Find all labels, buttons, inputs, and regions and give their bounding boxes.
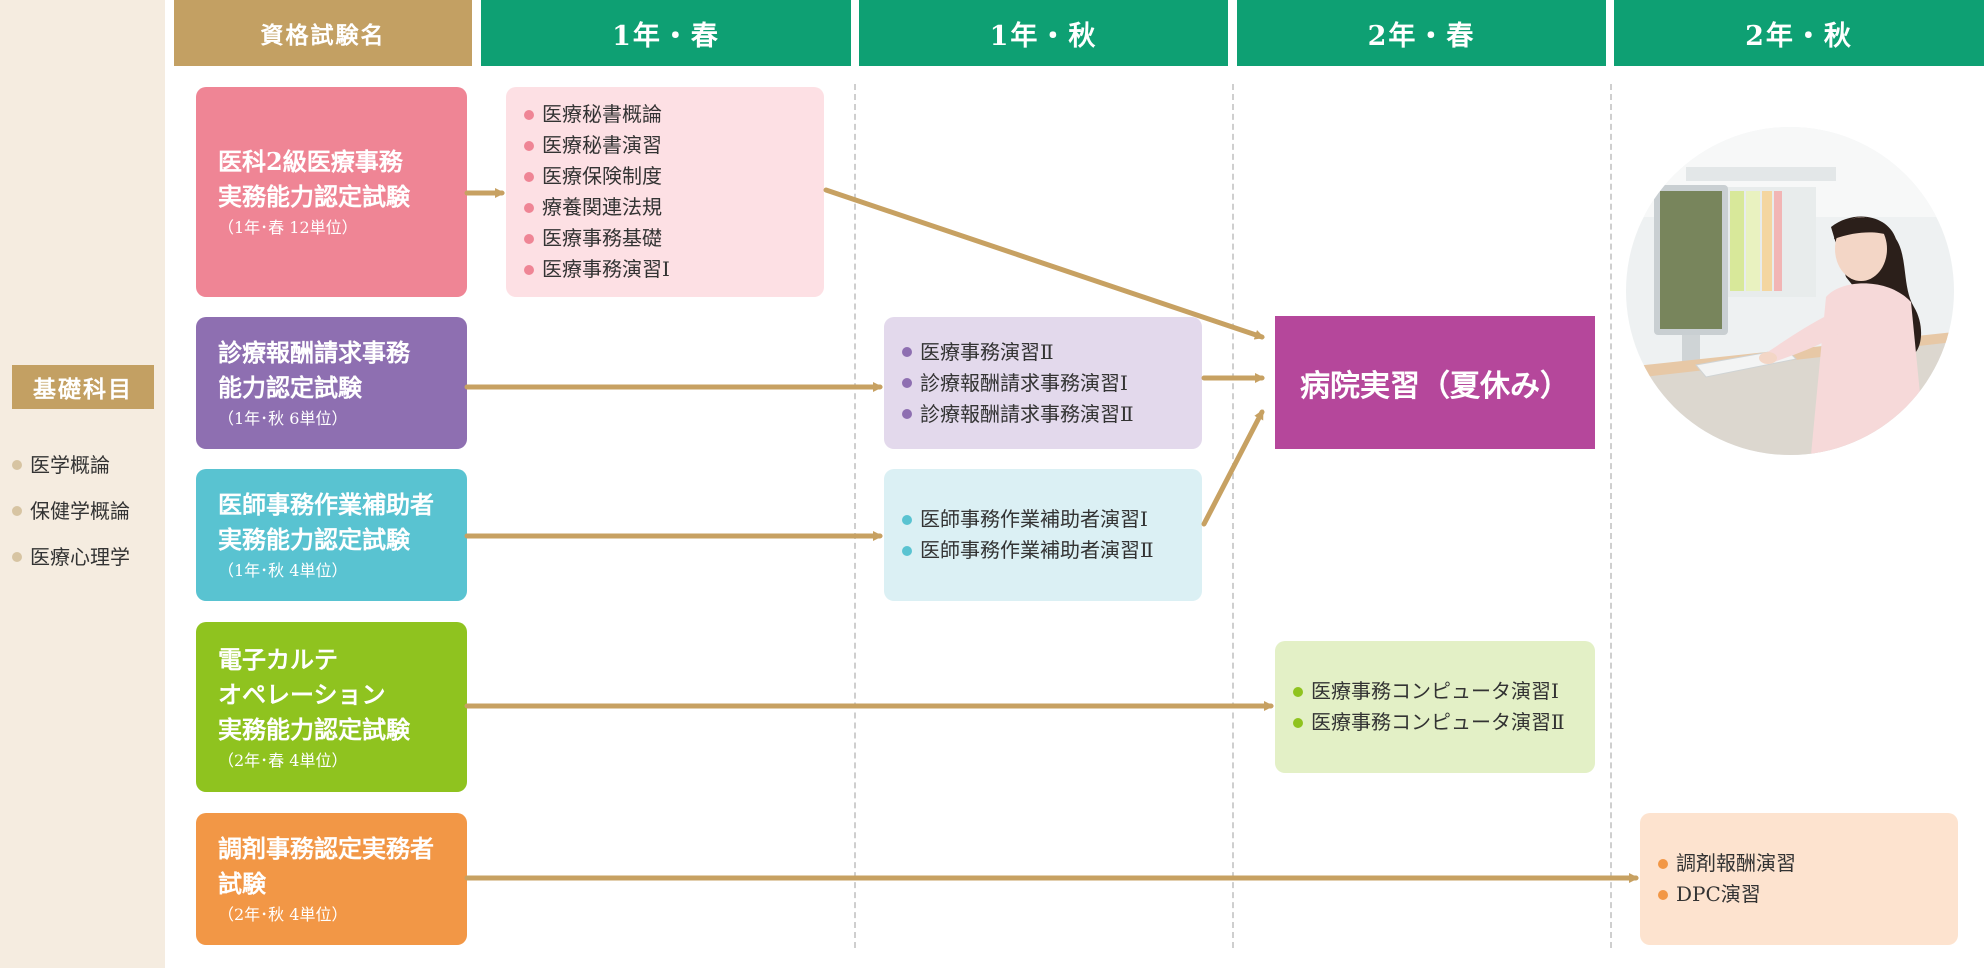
course-box-1-spring: 医療秘書概論 医療秘書演習 医療保険制度 療養関連法規 医療事務基礎 医療事務演…: [506, 87, 824, 297]
course-list: 調剤報酬演習 DPC演習: [1658, 848, 1958, 910]
course-item: 医師事務作業補助者演習Ⅱ: [902, 535, 1202, 566]
exam-credits: （1年･春 12単位）: [218, 218, 358, 237]
bullet-icon: [1293, 717, 1303, 728]
hospital-practicum-box: 病院実習（夏休み）: [1275, 316, 1595, 449]
course-item: 医療秘書演習: [524, 130, 824, 161]
header-term-2-spring: 2年・春: [1237, 0, 1606, 66]
column-divider: [1232, 84, 1234, 948]
header-term-2-autumn: 2年・秋: [1614, 0, 1984, 66]
bullet-icon: [524, 171, 534, 182]
exam-title: 医師事務作業補助者: [218, 490, 434, 519]
course-box-computer: 医療事務コンピュータ演習Ⅰ 医療事務コンピュータ演習Ⅱ: [1275, 641, 1595, 773]
course-box-physician-assistant: 医師事務作業補助者演習Ⅰ 医師事務作業補助者演習Ⅱ: [884, 469, 1202, 601]
course-item: 療養関連法規: [524, 192, 824, 223]
arrow-course1-to-hospital: [823, 187, 1265, 340]
exam-title: 診療報酬請求事務: [218, 338, 410, 367]
exam-title: 実務能力認定試験: [218, 714, 410, 744]
exam-title: 電子カルテ: [218, 644, 338, 674]
course-list: 医療秘書概論 医療秘書演習 医療保険制度 療養関連法規 医療事務基礎 医療事務演…: [524, 99, 824, 285]
office-worker-photo: [1626, 127, 1954, 455]
basic-subject-item: 医療心理学: [12, 534, 130, 580]
bullet-icon: [902, 409, 912, 419]
bullet-icon: [1658, 889, 1668, 900]
course-list: 医師事務作業補助者演習Ⅰ 医師事務作業補助者演習Ⅱ: [902, 504, 1202, 566]
exam-title: 能力認定試験: [218, 373, 362, 402]
bullet-icon: [524, 109, 534, 120]
bullet-icon: [12, 506, 22, 516]
course-list: 医療事務演習Ⅱ 診療報酬請求事務演習Ⅰ 診療報酬請求事務演習Ⅱ: [902, 337, 1202, 430]
exam-credits: （2年･秋 4単位）: [218, 905, 348, 924]
header-term-1-spring: 1年・春: [481, 0, 851, 66]
basic-subjects-title: 基礎科目: [12, 365, 154, 409]
course-box-claims: 医療事務演習Ⅱ 診療報酬請求事務演習Ⅰ 診療報酬請求事務演習Ⅱ: [884, 317, 1202, 449]
basic-subjects-sidebar: [0, 0, 165, 968]
bullet-icon: [524, 202, 534, 213]
basic-subject-item: 医学概論: [12, 442, 130, 488]
bullet-icon: [524, 140, 534, 151]
arrow-course3-to-hospital: [1201, 409, 1265, 527]
exam-title: オペレーション: [218, 679, 386, 709]
course-item: 診療報酬請求事務演習Ⅱ: [902, 399, 1202, 430]
course-item: 医療事務コンピュータ演習Ⅰ: [1293, 676, 1595, 707]
exam-box-medical-clerk-2: 医科2級医療事務 実務能力認定試験 （1年･春 12単位）: [196, 87, 467, 297]
course-list: 医療事務コンピュータ演習Ⅰ 医療事務コンピュータ演習Ⅱ: [1293, 676, 1595, 738]
exam-title: 医科2級医療事務: [218, 147, 403, 176]
course-item: 医療秘書概論: [524, 99, 824, 130]
bullet-icon: [902, 514, 912, 525]
exam-box-physician-assistant: 医師事務作業補助者 実務能力認定試験 （1年･秋 4単位）: [196, 469, 467, 601]
basic-subject-item: 保健学概論: [12, 488, 130, 534]
course-item: 医療保険制度: [524, 161, 824, 192]
bullet-icon: [1658, 858, 1668, 869]
bullet-icon: [12, 460, 22, 470]
exam-title: 実務能力認定試験: [218, 182, 410, 211]
course-item: 診療報酬請求事務演習Ⅰ: [902, 368, 1202, 399]
bullet-icon: [902, 378, 912, 388]
exam-box-claims: 診療報酬請求事務 能力認定試験 （1年･秋 6単位）: [196, 317, 467, 449]
course-item: DPC演習: [1658, 879, 1958, 910]
bullet-icon: [902, 347, 912, 357]
exam-title: 試験: [218, 869, 266, 898]
course-item: 医療事務コンピュータ演習Ⅱ: [1293, 707, 1595, 738]
course-item: 医療事務基礎: [524, 223, 824, 254]
basic-subjects-list: 医学概論 保健学概論 医療心理学: [12, 442, 130, 580]
header-term-1-autumn: 1年・秋: [859, 0, 1228, 66]
bullet-icon: [1293, 686, 1303, 697]
bullet-icon: [902, 545, 912, 556]
bullet-icon: [524, 233, 534, 244]
course-item: 医師事務作業補助者演習Ⅰ: [902, 504, 1202, 535]
bullet-icon: [12, 552, 22, 562]
course-item: 医療事務演習Ⅱ: [902, 337, 1202, 368]
exam-box-dispensing: 調剤事務認定実務者 試験 （2年･秋 4単位）: [196, 813, 467, 945]
column-divider: [1610, 84, 1612, 948]
course-item: 調剤報酬演習: [1658, 848, 1958, 879]
exam-title: 調剤事務認定実務者: [218, 834, 434, 863]
exam-credits: （1年･秋 4単位）: [218, 561, 348, 580]
exam-title: 実務能力認定試験: [218, 525, 410, 554]
column-divider: [854, 84, 856, 948]
exam-credits: （1年･秋 6単位）: [218, 409, 348, 428]
header-exam-name: 資格試験名: [174, 0, 472, 66]
bullet-icon: [524, 264, 534, 275]
course-box-dispensing: 調剤報酬演習 DPC演習: [1640, 813, 1958, 945]
course-item: 医療事務演習Ⅰ: [524, 254, 824, 285]
exam-credits: （2年･春 4単位）: [218, 750, 348, 770]
exam-box-electronic-chart: 電子カルテ オペレーション 実務能力認定試験 （2年･春 4単位）: [196, 622, 467, 792]
